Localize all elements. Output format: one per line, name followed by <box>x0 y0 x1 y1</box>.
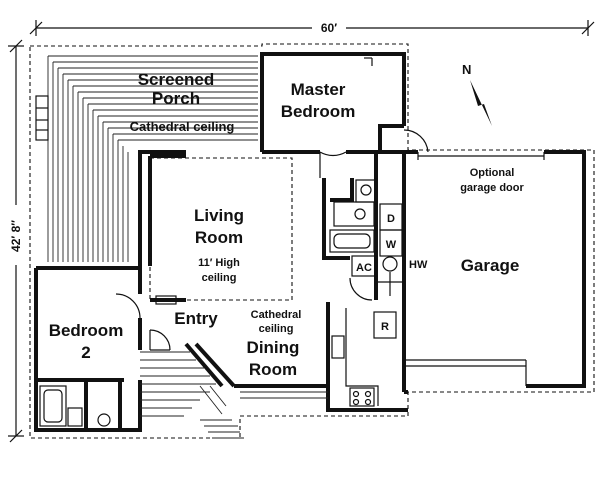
refrigerator <box>373 311 397 339</box>
dining-room-label-line2: Room <box>249 360 297 379</box>
compass: N <box>462 62 492 126</box>
roof-outline <box>29 43 595 439</box>
depth-label: 42′ 8″ <box>9 220 23 252</box>
toilet-2 <box>67 407 83 427</box>
toilet-1 <box>355 179 377 203</box>
dining-ceiling-label-line2: ceiling <box>259 323 294 335</box>
sink-2 <box>97 413 111 427</box>
porch-hatching <box>35 55 258 262</box>
living-ceiling-outline <box>149 157 293 301</box>
washer-label: W <box>386 239 397 251</box>
master-bedroom-walls <box>260 52 429 178</box>
tub-1 <box>329 229 375 253</box>
washer <box>379 229 403 257</box>
bedroom-2-label-line2: 2 <box>81 343 90 362</box>
living-ceiling-label-line2: ceiling <box>202 272 237 284</box>
tub-2 <box>39 385 67 427</box>
sink-1 <box>333 201 375 227</box>
dining-ceiling-label-line1: Cathedral <box>251 309 302 321</box>
living-room-walls <box>138 150 293 301</box>
master-bedroom-label-line1: Master <box>291 80 346 99</box>
dryer-label: D <box>387 213 395 225</box>
north-arrow-icon <box>470 80 492 126</box>
dining-room-walls <box>234 384 328 399</box>
living-room-label-line1: Living <box>194 206 244 225</box>
entry-label: Entry <box>174 309 218 328</box>
refrigerator-label: R <box>381 321 389 333</box>
compass-north-label: N <box>462 62 471 77</box>
ac-unit <box>351 255 377 277</box>
stove <box>349 387 375 407</box>
porch-ceiling-label: Cathedral ceiling <box>130 119 235 134</box>
hot-water-heater-icon <box>382 256 398 272</box>
screened-porch-label-line2: Porch <box>152 89 200 108</box>
hot-water-label: HW <box>409 259 428 271</box>
living-room-label-line2: Room <box>195 228 243 247</box>
depth-dimension: 42′ 8″ <box>8 39 24 443</box>
garage-door-label-line2: garage door <box>460 182 524 194</box>
garage-door-label-line1: Optional <box>470 167 515 179</box>
bedroom-2-walls <box>34 266 142 432</box>
entry-area <box>140 295 244 439</box>
width-label: 60′ <box>321 21 337 35</box>
core-walls <box>322 150 406 392</box>
bedroom-2-label-line1: Bedroom <box>49 321 124 340</box>
master-bedroom-label-line2: Bedroom <box>281 102 356 121</box>
garage-walls <box>404 150 586 394</box>
screened-porch-label-line1: Screened <box>138 70 215 89</box>
width-dimension: 60′ <box>29 20 595 36</box>
living-ceiling-label-line1: 11′ High <box>198 257 240 269</box>
kitchen <box>326 302 408 412</box>
dining-room-label-line1: Dining <box>247 338 300 357</box>
porch-steps <box>35 95 49 141</box>
ac-label: AC <box>356 262 372 274</box>
garage-label: Garage <box>461 256 520 275</box>
kitchen-sink <box>331 335 345 359</box>
